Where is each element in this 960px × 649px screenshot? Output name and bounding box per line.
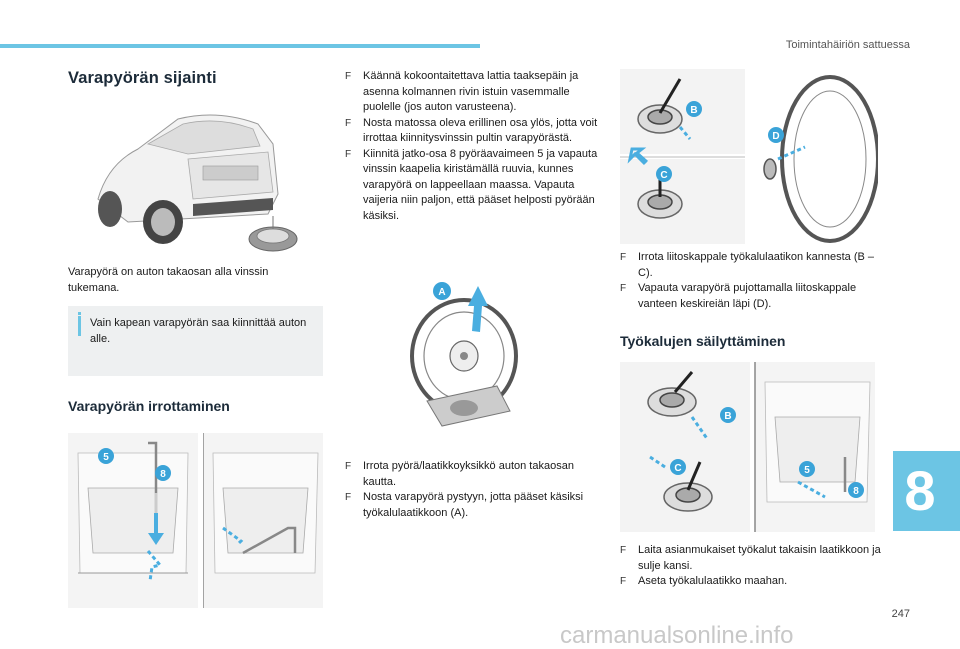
callout-d: D xyxy=(772,131,779,142)
bullet-icon: F xyxy=(345,71,352,82)
bullet-icon: F xyxy=(345,117,352,129)
page-number: 247 xyxy=(891,608,910,620)
spare-wheel-location-text: Varapyörä on auton takaosan alla vinssin… xyxy=(68,266,269,294)
bullet-icon: F xyxy=(345,492,352,503)
trunk-tool-illustration-right xyxy=(203,433,323,608)
callout-8-right: 8 xyxy=(853,486,859,497)
callout-c-bottom: C xyxy=(674,463,681,474)
section-title-removing: Varapyörän irrottaminen xyxy=(68,398,230,414)
spare-wheel-toolbox-illustration: A xyxy=(402,276,532,436)
callout-b-bottom: B xyxy=(724,411,731,422)
callout-a: A xyxy=(438,287,445,298)
info-note-text: Vain kapean varapyörän saa kiinnittää au… xyxy=(90,317,307,345)
bullet-icon: F xyxy=(345,148,352,160)
callout-8-left: 8 xyxy=(160,469,166,480)
bullet-icon: F xyxy=(620,576,627,587)
section-title-tool-storage: Työkalujen säilyttäminen xyxy=(620,333,786,349)
section-title-spare-wheel-location: Varapyörän sijainti xyxy=(68,69,217,87)
bullet-icon: F xyxy=(620,252,627,263)
info-icon-dot xyxy=(78,312,81,315)
callout-5-left: 5 xyxy=(103,452,109,463)
header-accent-bar xyxy=(0,44,480,48)
info-icon xyxy=(78,316,81,336)
tool-storage-illustration: B C 5 8 xyxy=(620,362,875,532)
bullet-icon: F xyxy=(345,461,352,472)
watermark: carmanualsonline.info xyxy=(560,622,794,649)
bullet-icon: F xyxy=(620,283,627,294)
chapter-tab: 8 xyxy=(893,451,960,531)
bullet-icon: F xyxy=(620,545,627,556)
trunk-tool-illustration-left: 5 8 xyxy=(68,433,198,608)
connector-release-illustration: B C D xyxy=(620,69,878,244)
callout-c-top: C xyxy=(660,170,667,181)
info-note: Vain kapean varapyörän saa kiinnittää au… xyxy=(68,306,323,376)
callout-b-top: B xyxy=(690,105,697,116)
callout-5-right: 5 xyxy=(804,465,810,476)
chapter-number: 8 xyxy=(904,459,936,522)
running-head: Toimintahäiriön sattuessa xyxy=(785,39,910,51)
car-rear-illustration xyxy=(68,104,298,264)
